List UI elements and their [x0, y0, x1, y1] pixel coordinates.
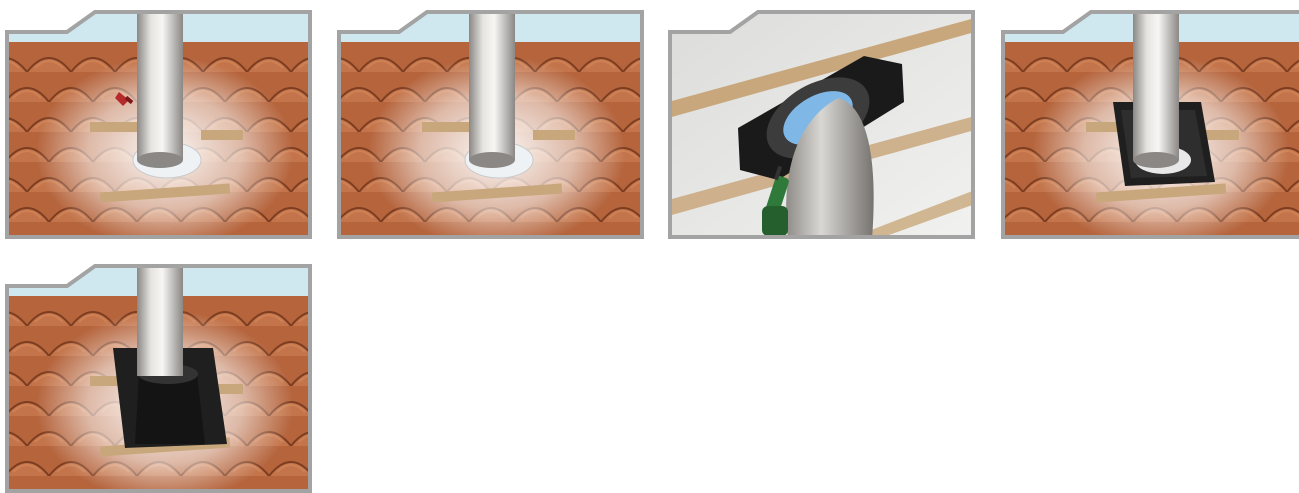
- step-1-panel: [5, 10, 312, 239]
- chimney-pipe: [137, 264, 183, 376]
- step-5-panel: [5, 264, 312, 493]
- batten: [422, 122, 470, 132]
- batten: [201, 130, 243, 140]
- batten: [533, 130, 575, 140]
- cone-flashing: [135, 374, 205, 444]
- chimney-pipe: [469, 10, 515, 160]
- batten: [90, 122, 138, 132]
- chimney-pipe: [1133, 10, 1179, 160]
- step-3-panel: [668, 10, 975, 239]
- step-2-panel: [337, 10, 644, 239]
- chimney-pipe: [137, 10, 183, 160]
- step-4-panel: [1001, 10, 1299, 239]
